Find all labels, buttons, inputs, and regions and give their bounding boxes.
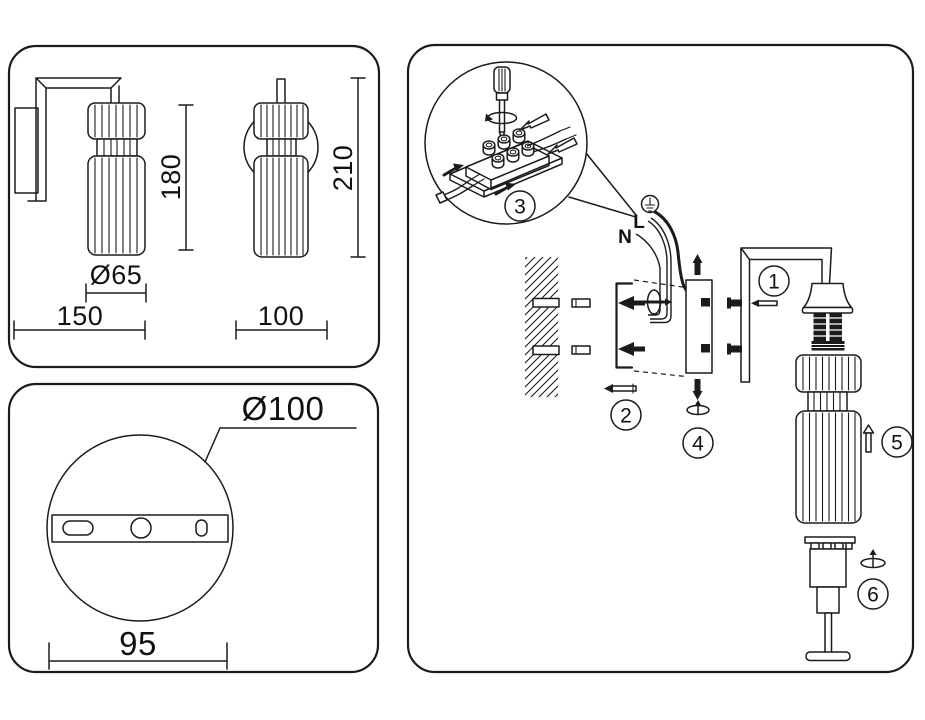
bracket-lamp-assembly: 1: [727, 247, 913, 662]
step-5-label: 5: [891, 432, 903, 455]
mount-arrow-top: [618, 296, 645, 310]
wire-right-pair: [526, 130, 567, 153]
shade-body-front: [253, 155, 309, 258]
finial-foot: [805, 651, 851, 662]
screwdriver-icon: [485, 66, 518, 141]
terminal-barrels: [482, 128, 535, 169]
wall-hole-top: [532, 297, 560, 308]
terminal-block-icon: [435, 113, 578, 204]
wire-label-line: L: [633, 212, 645, 233]
step-badge-3: 3: [504, 190, 536, 222]
ground-symbol: [640, 194, 660, 214]
stem-front: [276, 78, 286, 105]
lamp-socket: [801, 282, 854, 351]
mount-arrow-bottom: [618, 342, 645, 356]
bracket-profile: [615, 282, 634, 369]
lamp-shade: [795, 354, 862, 524]
dim-height-front: 210: [328, 77, 366, 258]
step-3-label: 3: [514, 196, 526, 219]
dim-width-side: 150: [13, 301, 146, 340]
outline-arrow-right: [547, 137, 578, 155]
dim-label-d100: Ø100: [242, 390, 325, 427]
step-4-label: 4: [692, 433, 704, 456]
screw-rotate-symbol-6: [860, 549, 886, 569]
dim-label-100: 100: [258, 301, 305, 331]
finial-flange: [804, 536, 856, 544]
step-1-label: 1: [768, 271, 780, 294]
shade-top-front-ribs: [260, 104, 304, 138]
shade-waist-front: [266, 138, 297, 157]
shade-waist-ribs: [103, 138, 131, 157]
rotate-arrowhead: [485, 113, 493, 122]
panel-product-dimensions: 180 Ø65 150 210: [7, 44, 381, 369]
wire-label-neutral: N: [618, 227, 632, 248]
mounting-slot-right: [195, 519, 208, 537]
leader-line-d100: [204, 427, 357, 463]
finial-neck: [816, 586, 840, 614]
arrow-up-icon: [862, 424, 875, 453]
dim-width-front: 100: [235, 301, 328, 340]
dim-label-150: 150: [57, 301, 104, 331]
wall-section: [525, 257, 560, 397]
terminal-tab-top: [701, 298, 710, 307]
wall-anchor-bottom: [571, 345, 591, 355]
bracket-screw-bottom: [727, 343, 742, 355]
panel-mounting-plate: Ø100 95: [7, 382, 380, 674]
shade-waist-front-ribs: [272, 138, 292, 157]
wall-bracket-arm: [27, 77, 122, 202]
backplate-assembly: [615, 254, 713, 416]
wall-hole-bottom: [532, 345, 560, 356]
screw-up: [692, 254, 703, 275]
step-badge-2: 2: [604, 383, 642, 431]
shade-body-ribs: [94, 157, 138, 254]
screw-icon-1: [751, 299, 778, 307]
insert-arrow-left: [442, 163, 464, 177]
dim-label-95: 95: [119, 625, 157, 662]
dim-height-side: 180: [156, 104, 194, 251]
wall-anchor-top: [571, 298, 591, 308]
dim-label-180: 180: [156, 154, 186, 201]
terminal-tab-bottom: [701, 344, 710, 353]
mounting-slot-left: [62, 520, 94, 536]
dim-label-d65: Ø65: [90, 260, 143, 290]
step-6-label: 6: [867, 584, 879, 607]
bracket-screw-top: [727, 297, 742, 309]
screw-rotate-symbol-4: [686, 400, 710, 416]
wall-bracket-right: [740, 247, 833, 383]
wire-end-ferrule: [435, 191, 448, 204]
shade-top-front: [253, 102, 309, 140]
step-badge-4: 4: [682, 427, 714, 459]
dim-shade-diameter: Ø65: [85, 260, 147, 303]
step-badge-1: 1: [758, 265, 790, 297]
wall-hatch: [525, 257, 558, 397]
screw-down: [692, 379, 703, 400]
dim-label-210: 210: [328, 145, 358, 192]
backplate: [685, 279, 713, 374]
lamp-side-view: [14, 77, 146, 256]
finial-rod: [824, 612, 833, 654]
screw-icon-2: [604, 383, 637, 394]
cable-hole: [130, 517, 152, 539]
wall-plate-side: [14, 107, 39, 194]
balloon-leader-lines: [568, 152, 637, 218]
shade-top-ribs: [94, 104, 138, 138]
step-2-label: 2: [620, 405, 632, 428]
shade-body-front-ribs: [260, 157, 304, 256]
outline-arrow-top: [519, 113, 550, 131]
lamp-front-view: [243, 78, 319, 258]
step-badge-6: 6: [857, 549, 889, 610]
wiring-detail-balloon: 3: [424, 61, 637, 225]
mounting-plate-circle: [46, 434, 234, 622]
screw-rotate-symbol-mid: [641, 289, 672, 315]
finial-block: [809, 548, 847, 588]
finial-stem: [804, 536, 856, 662]
step-badge-5: 5: [862, 424, 913, 458]
insert-arrow-bottom: [494, 182, 516, 196]
panel-installation-steps: 3 L N: [406, 43, 915, 674]
dim-holes-span: 95: [48, 625, 228, 670]
